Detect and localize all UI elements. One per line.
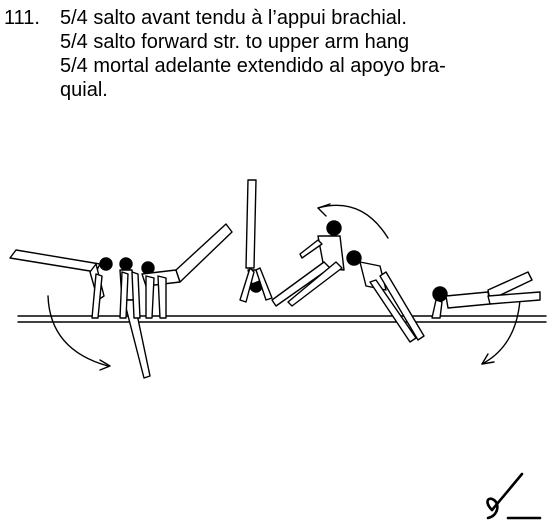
gymnast-figure-6 — [346, 250, 425, 343]
description-es: 5/4 mortal adelante extendido al apoyo b… — [60, 55, 446, 77]
difficulty-value-glyph — [486, 472, 542, 520]
gymnast-figure-7 — [431, 271, 541, 319]
description-en: 5/4 salto forward str. to upper arm hang — [60, 31, 410, 53]
rotation-arrow-left — [47, 295, 111, 371]
rotation-arrow-top — [317, 203, 389, 239]
gymnast-figure-5 — [271, 220, 345, 307]
description-fr: 5/4 salto avant tendu à l’appui brachial… — [60, 7, 407, 29]
gymnast-sequence-illustration — [9, 179, 547, 379]
gymnast-figure-1 — [9, 249, 113, 319]
gymnast-figure-2 — [119, 257, 151, 379]
element-number: 111. — [4, 7, 40, 29]
description-es-continued: quial. — [60, 79, 108, 101]
gymnast-figure-3 — [141, 223, 233, 319]
parallel-bars — [17, 315, 547, 323]
rotation-arrow-right — [481, 299, 521, 365]
gymnast-figure-4 — [239, 179, 273, 303]
element-description: 5/4 salto avant tendu à l’appui brachial… — [60, 6, 550, 102]
